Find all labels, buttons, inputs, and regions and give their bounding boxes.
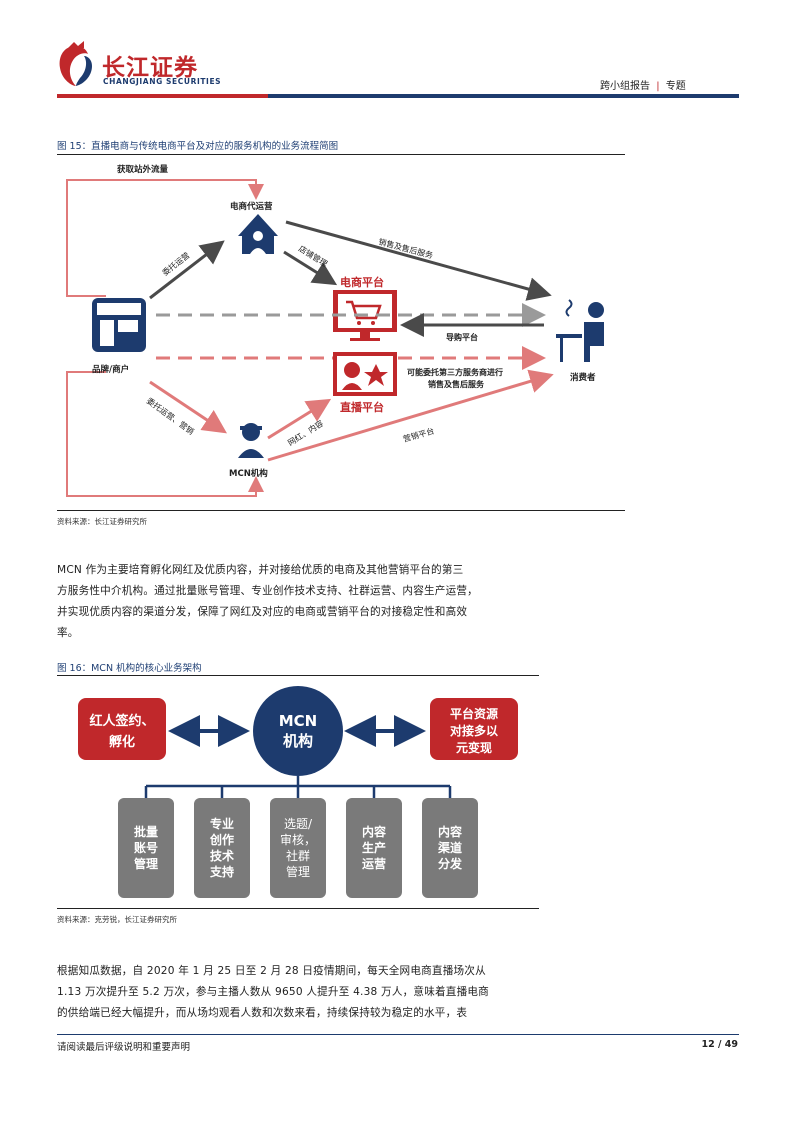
platform-resource-box: 平台资源 对接多以 元变现 xyxy=(430,698,518,760)
paragraph-line: 并实现优质内容的渠道分发，保障了网红及对应的电商或营销平台的对接稳定性和高效 xyxy=(57,606,468,618)
mcn-center-circle: MCN 机构 xyxy=(253,686,343,776)
function-text: 分发 xyxy=(438,856,463,871)
function-box-content-distribution: 内容 渠道 分发 xyxy=(422,798,478,898)
influencer-signing-line: 孵化 xyxy=(109,734,135,750)
mcn-center-line: 机构 xyxy=(283,732,313,750)
label-third-party-2: 销售及售后服务 xyxy=(428,379,485,389)
paragraph-data: 根据知瓜数据，自 2020 年 1 月 25 日至 2 月 28 日疫情期间，每… xyxy=(57,961,577,1024)
mcn-center-line: MCN xyxy=(279,712,318,730)
logo-text-cn: 长江证券 xyxy=(102,55,198,81)
report-type-label: 跨小组报告 xyxy=(600,81,650,92)
label-agency: 电商代运营 xyxy=(230,201,273,212)
page-number: 12 / 49 xyxy=(701,1039,738,1050)
figure-16-bottom-rule xyxy=(57,908,539,909)
function-text: 管理 xyxy=(134,856,158,871)
agency-icon xyxy=(238,214,278,254)
footer-disclaimer: 请阅读最后评级说明和重要声明 xyxy=(57,1042,191,1053)
label-entrust-marketing: 委托运营、营销 xyxy=(145,396,196,437)
footer-rule xyxy=(57,1034,739,1035)
function-text: 社群 xyxy=(286,848,310,863)
label-ecommerce: 电商平台 xyxy=(340,275,384,289)
platform-resource-line: 平台资源 xyxy=(450,706,498,721)
consumer-icon xyxy=(556,299,604,362)
mcn-icon xyxy=(238,423,264,458)
paragraph-line: 方服务性中介机构。通过批量账号管理、专业创作技术支持、社群运营、内容生产运营， xyxy=(57,585,478,597)
label-consumer: 消费者 xyxy=(570,372,596,383)
function-box-account-mgmt: 批量 账号 管理 xyxy=(118,798,174,898)
label-traffic: 获取站外流量 xyxy=(116,164,169,175)
platform-resource-line: 元变现 xyxy=(456,740,492,755)
influencer-signing-box: 红人签约、 孵化 xyxy=(78,698,166,760)
live-platform-icon xyxy=(333,352,397,396)
traffic-loop xyxy=(66,179,264,497)
figure-15-source: 资料来源：长江证券研究所 xyxy=(57,517,147,526)
label-live: 直播平台 xyxy=(340,400,384,414)
function-text: 选题/ xyxy=(284,817,313,831)
function-text: 创作 xyxy=(209,832,234,847)
figure-15-diagram: 获取站外流量 电商代运营 品牌/商户 委托运营 店铺管理 销售及售后服务 电商平… xyxy=(66,164,604,497)
paragraph-line: 的供给端已经大幅提升，而从场均观看人数和次数来看，持续保持较为稳定的水平，表 xyxy=(57,1007,468,1019)
influencer-signing-line: 红人签约、 xyxy=(89,713,154,729)
figure-16-source: 资料来源：克劳锐，长江证券研究所 xyxy=(57,915,177,924)
function-text: 生产 xyxy=(362,840,386,855)
label-brand: 品牌/商户 xyxy=(92,364,129,375)
figure-15-rule xyxy=(57,154,625,155)
header: 长江证券 CHANGJIANG SECURITIES 跨小组报告 | 专题 xyxy=(0,0,793,110)
paragraph-line: 1.13 万次提升至 5.2 万次，参与主播人数从 9650 人提升至 4.38… xyxy=(57,986,489,998)
function-text: 支持 xyxy=(209,864,234,879)
changjiang-logo-icon xyxy=(59,41,92,86)
header-rule-red xyxy=(57,94,268,98)
figure-16-title: 图 16：MCN 机构的核心业务架构 xyxy=(57,663,202,674)
label-guide: 导购平台 xyxy=(446,332,478,342)
function-text: 账号 xyxy=(134,840,158,855)
label-marketing-platform: 营销平台 xyxy=(402,425,436,443)
figure-15-bottom-rule xyxy=(57,510,625,511)
function-box-community-mgmt: 选题/ 审核， 社群 管理 xyxy=(270,798,326,898)
label-third-party-1: 可能委托第三方服务商进行 xyxy=(407,367,503,377)
header-separator: | xyxy=(656,81,660,92)
paragraph-line: MCN 作为主要培育孵化网红及优质内容，并对接给优质的电商及其他营销平台的第三 xyxy=(57,564,464,576)
function-text: 运营 xyxy=(362,856,386,871)
figure-16-diagram: 红人签约、 孵化 MCN 机构 平台资源 对接多以 元变现 批量 账号 管理 专… xyxy=(78,686,518,898)
ecommerce-platform-icon xyxy=(333,290,397,341)
report-kind-label: 专题 xyxy=(665,81,686,92)
label-entrust-ops: 委托运营 xyxy=(160,250,191,278)
figure-15-title: 图 15：直播电商与传统电商平台及对应的服务机构的业务流程简图 xyxy=(57,141,339,152)
function-text: 审核， xyxy=(280,832,316,847)
function-text: 专业 xyxy=(210,816,234,831)
tree-connector xyxy=(144,776,452,798)
function-text: 技术 xyxy=(210,848,234,863)
store-icon xyxy=(92,298,146,352)
paragraph-mcn: MCN 作为主要培育孵化网红及优质内容，并对接给优质的电商及其他营销平台的第三 … xyxy=(57,560,577,644)
function-text: 渠道 xyxy=(438,840,462,855)
report-type: 跨小组报告 | 专题 xyxy=(600,77,686,92)
function-text: 管理 xyxy=(286,864,310,879)
label-mcn: MCN机构 xyxy=(229,468,268,479)
function-text: 内容 xyxy=(438,824,462,839)
function-box-content-production: 内容 生产 运营 xyxy=(346,798,402,898)
platform-resource-line: 对接多以 xyxy=(450,723,498,738)
paragraph-line: 率。 xyxy=(57,627,79,639)
paragraph-line: 根据知瓜数据，自 2020 年 1 月 25 日至 2 月 28 日疫情期间，每… xyxy=(57,965,486,977)
header-rule-navy xyxy=(268,94,739,98)
function-box-creation-support: 专业 创作 技术 支持 xyxy=(194,798,250,898)
figure-16-rule xyxy=(57,675,539,676)
logo-text-en: CHANGJIANG SECURITIES xyxy=(103,77,222,86)
function-text: 内容 xyxy=(362,824,386,839)
function-text: 批量 xyxy=(134,824,158,839)
